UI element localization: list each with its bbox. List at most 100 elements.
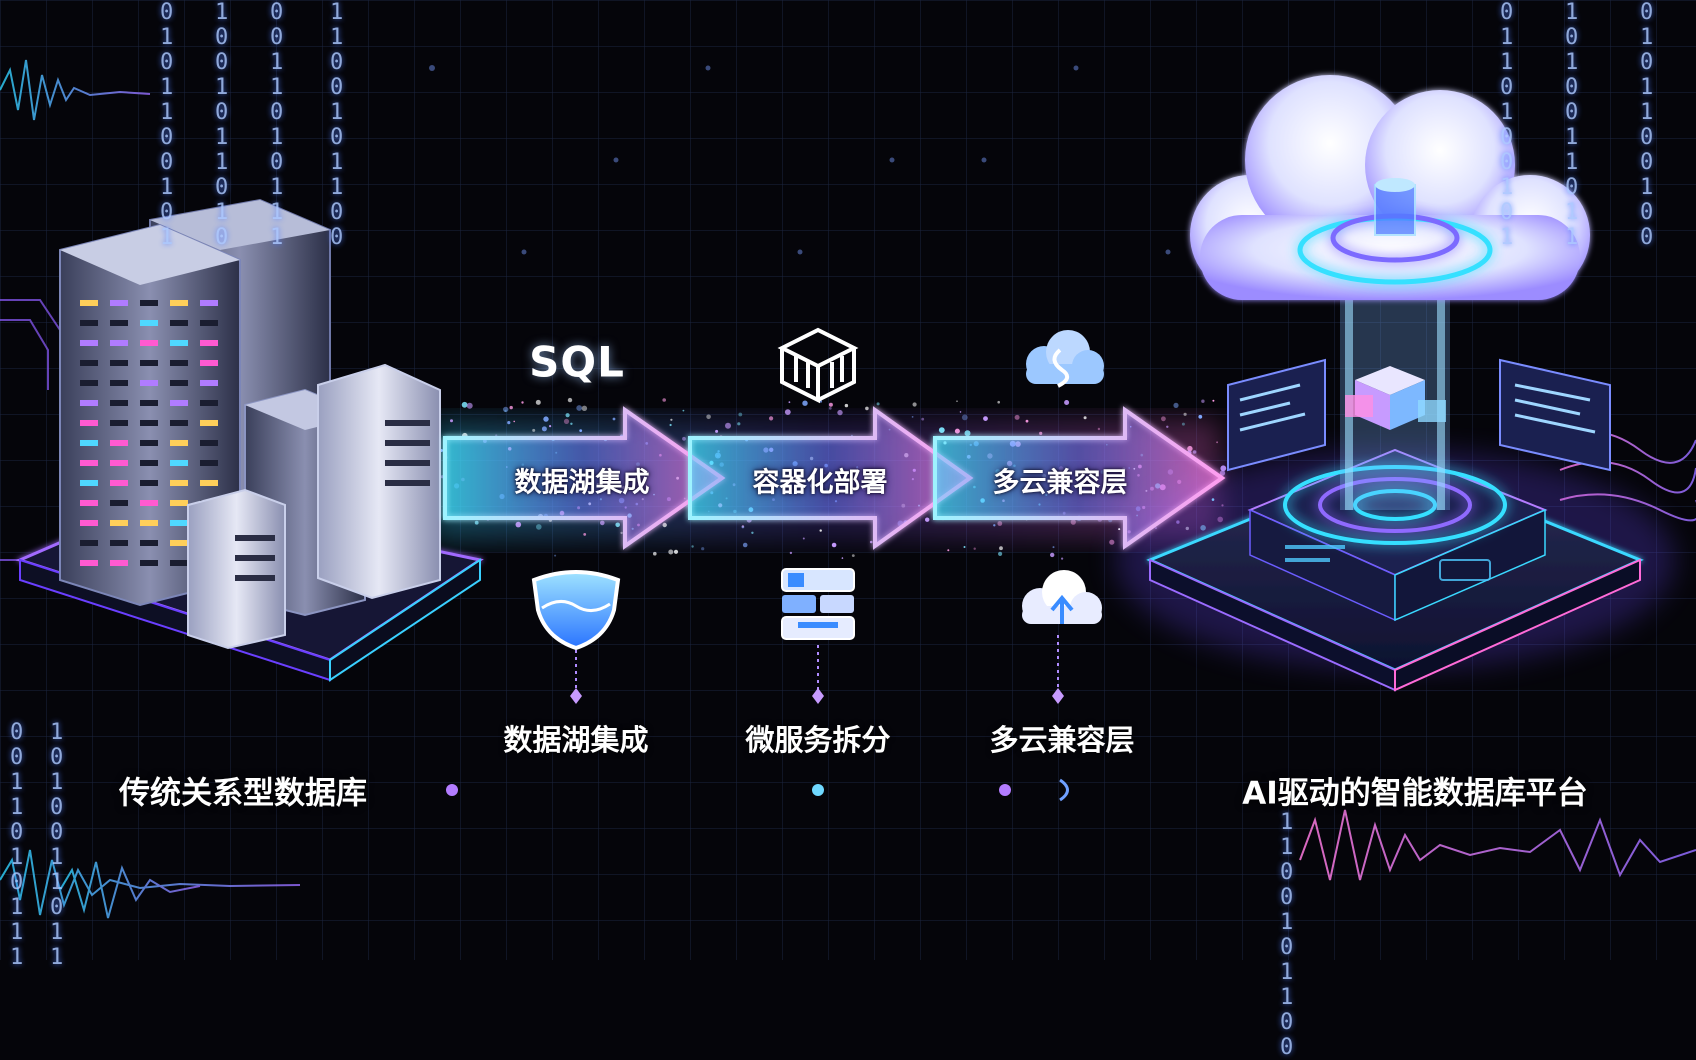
particle xyxy=(670,418,673,421)
rack-light xyxy=(170,500,188,506)
particle xyxy=(865,406,869,411)
floating-cubes xyxy=(1345,366,1446,430)
particle xyxy=(600,520,605,526)
particle xyxy=(701,547,705,551)
rack-light xyxy=(80,340,98,346)
rack-light xyxy=(110,440,128,446)
rack-light xyxy=(140,480,158,486)
particle xyxy=(565,413,570,418)
rack-light xyxy=(140,440,158,446)
stage-connectors xyxy=(575,635,1059,695)
rack-light xyxy=(140,340,158,346)
particle xyxy=(536,524,542,530)
particle xyxy=(549,425,552,428)
rack-light xyxy=(110,480,128,486)
rack-light xyxy=(170,420,188,426)
particle xyxy=(947,549,950,552)
rack-light xyxy=(140,400,158,406)
rack-light xyxy=(140,300,158,306)
particle xyxy=(1173,402,1179,408)
server-rack-small xyxy=(187,488,286,650)
particle xyxy=(466,402,473,409)
particle xyxy=(831,542,837,548)
particle xyxy=(504,409,507,413)
rack-light xyxy=(200,460,218,466)
source-label: 传统关系型数据库 xyxy=(119,775,367,812)
rack-light xyxy=(110,540,128,546)
particle xyxy=(513,420,515,423)
particle xyxy=(1014,414,1020,420)
particle xyxy=(543,416,549,422)
rack-light xyxy=(200,400,218,406)
binary-column: 1 0 0 1 0 1 1 0 1 0 xyxy=(215,0,229,250)
particle xyxy=(769,416,774,421)
rack-light xyxy=(170,560,188,566)
rack-light xyxy=(200,360,218,366)
particle xyxy=(583,533,587,536)
particle xyxy=(554,554,557,557)
rack-light xyxy=(200,420,218,426)
arrow-label-2: 容器化部署 xyxy=(752,467,888,499)
binary-column: 1 0 1 0 0 1 1 0 1 1 xyxy=(50,720,64,970)
binary-column: 1 0 1 0 0 1 1 0 1 1 xyxy=(1565,0,1579,250)
particle xyxy=(1192,450,1197,454)
particle xyxy=(963,546,966,548)
particle xyxy=(1187,445,1193,452)
particle xyxy=(784,409,791,415)
particle xyxy=(973,547,976,550)
rack-light xyxy=(80,460,98,466)
particle xyxy=(509,405,513,410)
particle xyxy=(1109,539,1115,545)
rack-light xyxy=(140,320,158,326)
data-lake-shield-icon xyxy=(531,570,621,651)
particle xyxy=(802,400,808,406)
cloud-sync-icon xyxy=(1026,330,1104,388)
arrow-3 xyxy=(933,406,1226,550)
particle xyxy=(844,403,849,408)
rack-light xyxy=(140,380,158,386)
target-label: AI驱动的智能数据库平台 xyxy=(1242,775,1588,812)
server-rack-white xyxy=(317,363,441,600)
ai-cloud-platform xyxy=(1115,75,1675,692)
rack-light xyxy=(170,440,188,446)
rack-light xyxy=(110,520,128,526)
particle xyxy=(682,409,685,412)
particle xyxy=(1064,400,1070,405)
particle xyxy=(961,414,968,421)
rack-light xyxy=(110,380,128,386)
rack-light xyxy=(170,300,188,306)
binary-column: 0 0 1 1 0 1 0 1 1 1 xyxy=(10,720,24,970)
arrow-1 xyxy=(443,406,726,550)
particle xyxy=(521,401,524,404)
binary-column: 0 0 1 1 0 1 0 1 1 1 xyxy=(270,0,284,250)
rack-light xyxy=(80,300,98,306)
particle xyxy=(682,436,686,441)
rack-light xyxy=(200,380,218,386)
rack-light xyxy=(200,440,218,446)
particle xyxy=(1083,416,1087,420)
particle xyxy=(474,520,479,525)
particle xyxy=(1220,465,1227,472)
stage-label-microservices: 微服务拆分 xyxy=(745,723,891,757)
rack-light xyxy=(110,400,128,406)
particle xyxy=(450,419,453,423)
rack-light xyxy=(200,320,218,326)
rack-light xyxy=(80,520,98,526)
particle xyxy=(567,397,573,403)
rack-light xyxy=(170,400,188,406)
particle xyxy=(828,406,832,410)
particle xyxy=(938,427,945,433)
particle xyxy=(662,522,667,528)
cube-icon xyxy=(777,327,859,404)
rack-light xyxy=(200,300,218,306)
particle xyxy=(1198,414,1203,419)
rack-light xyxy=(80,560,98,566)
rack-light xyxy=(140,360,158,366)
particle xyxy=(673,549,679,554)
left-waveform xyxy=(0,59,301,919)
particle xyxy=(1212,399,1215,402)
particle xyxy=(503,406,509,413)
particle xyxy=(1097,427,1101,431)
particle xyxy=(563,418,570,424)
particle xyxy=(997,521,1003,526)
